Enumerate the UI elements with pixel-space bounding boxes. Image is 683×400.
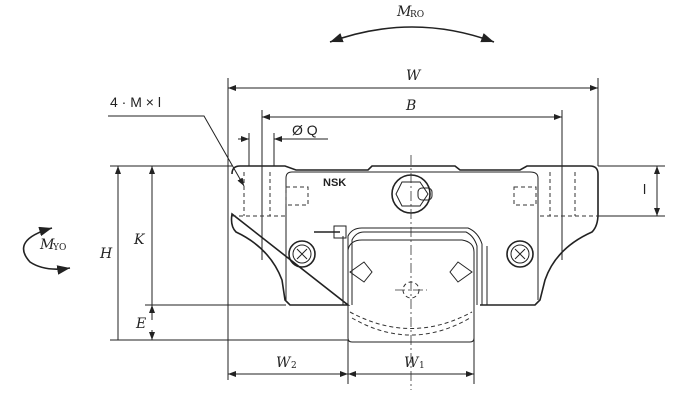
rail [347,155,475,390]
roll-moment-label: M [396,4,412,20]
screw-icon [288,240,316,268]
E-label: E [135,316,146,332]
l-label: l [643,181,646,197]
dimension-B: B [261,98,563,260]
dimension-l: l [598,165,665,217]
yaw-moment-label: M [39,237,55,253]
nsk-logo: NSK [323,177,346,189]
dimension-W: W [227,68,599,380]
tap-hole-label: 4 · M × l [110,94,161,110]
carriage-block: NSK [230,165,599,306]
yaw-moment-sub: YO [52,243,66,253]
H-label: H [99,246,113,262]
screw-icon [506,240,534,268]
yaw-moment-arrow: M YO [22,226,71,275]
Q-label: Ø Q [292,122,318,138]
dimension-H-K-E: H K E [99,165,348,341]
grease-nipple-icon [391,174,433,214]
B-label: B [405,98,416,114]
roll-moment-sub: RO [410,10,424,20]
roll-moment-arrow: M RO [329,4,495,43]
tap-hole-leader: 4 · M × l [108,94,245,187]
W2-sub: 2 [291,361,297,371]
W1-sub: 1 [419,361,425,371]
W2-label: W [276,355,292,371]
dimension-Q: Ø Q [238,122,328,166]
W1-label: W [404,355,420,371]
W-label: W [406,68,422,84]
K-label: K [133,232,146,248]
